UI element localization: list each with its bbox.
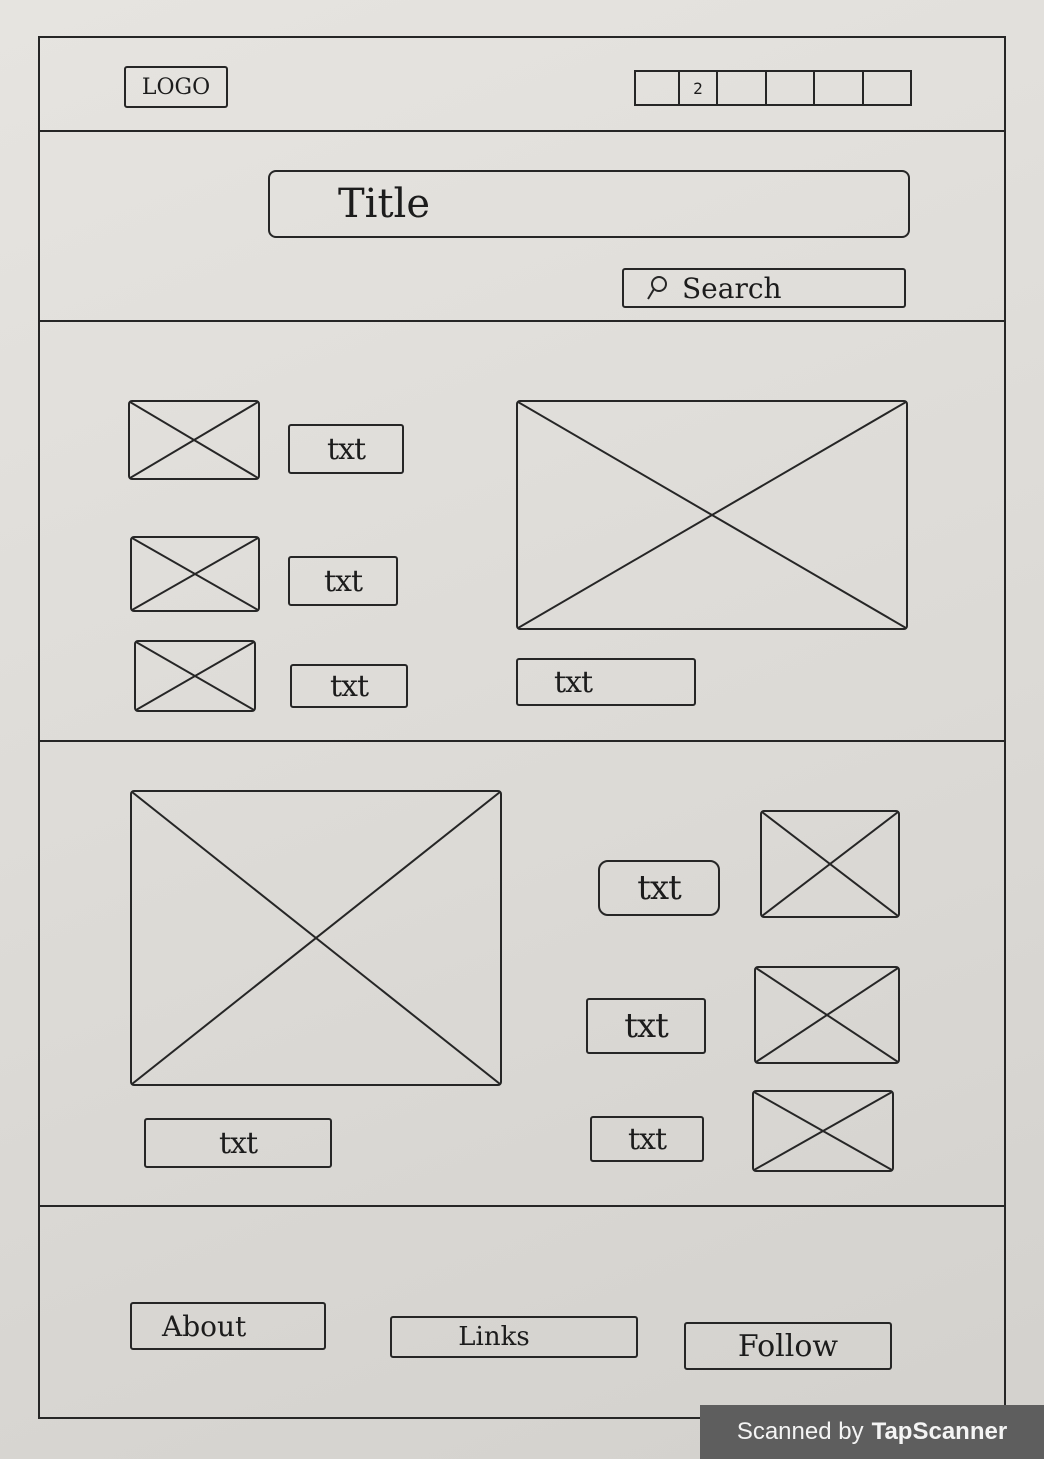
thumbnail-image[interactable] [754, 966, 900, 1064]
search-icon [644, 275, 670, 301]
pagination-page[interactable] [764, 70, 815, 106]
footer-link-links[interactable]: Links [390, 1316, 638, 1358]
list-item-text[interactable]: txt [598, 860, 720, 916]
feature-image[interactable] [516, 400, 908, 630]
feature-caption[interactable]: txt [516, 658, 696, 706]
scanner-watermark: Scanned by TapScanner [700, 1405, 1044, 1459]
feature-caption[interactable]: txt [144, 1118, 332, 1168]
pagination-page[interactable] [813, 70, 864, 106]
watermark-brand: TapScanner [871, 1418, 1008, 1445]
thumbnail-image[interactable] [760, 810, 900, 918]
list-item-text[interactable]: txt [586, 998, 706, 1054]
page-title: Title [268, 170, 910, 238]
thumbnail-image[interactable] [130, 536, 260, 612]
hero-divider [38, 320, 1006, 322]
search-input[interactable]: Search [622, 268, 906, 308]
search-label: Search [682, 271, 782, 305]
list-item-text[interactable]: txt [288, 556, 398, 606]
thumbnail-image[interactable] [134, 640, 256, 712]
wireframe-frame [38, 36, 1006, 1419]
pagination: 2 [634, 70, 912, 106]
watermark-prefix: Scanned by [736, 1418, 864, 1445]
footer-divider [38, 1205, 1006, 1207]
pagination-page-2[interactable]: 2 [678, 70, 718, 106]
thumbnail-image[interactable] [752, 1090, 894, 1172]
list-item-text[interactable]: txt [590, 1116, 704, 1162]
logo[interactable]: LOGO [124, 66, 228, 108]
list-item-text[interactable]: txt [290, 664, 408, 708]
pagination-next-button[interactable] [861, 70, 912, 106]
section-divider [38, 740, 1006, 742]
footer-link-about[interactable]: About [130, 1302, 326, 1350]
pagination-page[interactable] [716, 70, 767, 106]
list-item-text[interactable]: txt [288, 424, 404, 474]
pagination-prev-button[interactable] [634, 70, 680, 106]
thumbnail-image[interactable] [128, 400, 260, 480]
footer-link-follow[interactable]: Follow [684, 1322, 892, 1370]
feature-image[interactable] [130, 790, 502, 1086]
header-divider [38, 130, 1006, 132]
